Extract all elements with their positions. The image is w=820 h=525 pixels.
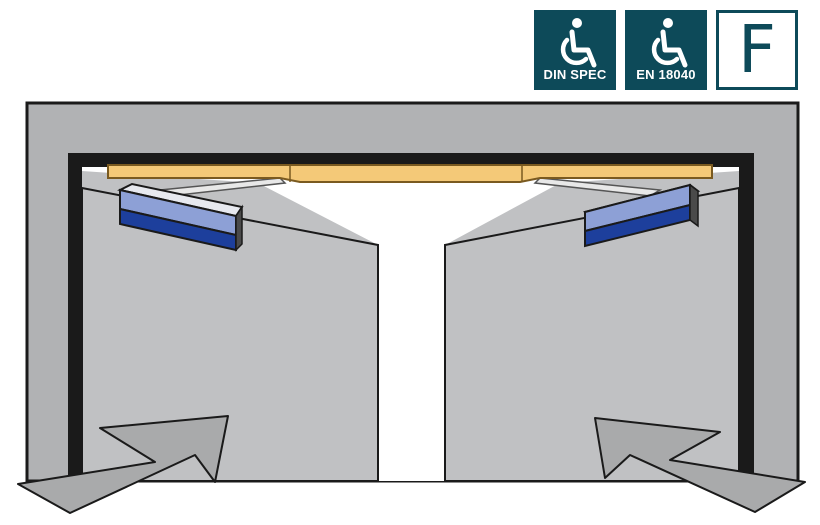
right-jamb-overlay bbox=[739, 160, 754, 481]
wheelchair-icon bbox=[560, 18, 597, 68]
badge-caption-en-18040: EN 18040 bbox=[636, 67, 696, 82]
arrow-right-icon bbox=[594, 417, 806, 513]
f-badge: F bbox=[716, 10, 798, 90]
right-operator-end bbox=[689, 183, 699, 228]
din-spec-badge: DIN SPEC bbox=[534, 10, 616, 90]
wheelchair-icon bbox=[651, 18, 688, 68]
header-frame bbox=[68, 153, 754, 167]
swing-area bbox=[82, 167, 739, 481]
door-header bbox=[107, 164, 713, 183]
arrow-left-icon bbox=[17, 415, 229, 514]
badge-letter-f: F bbox=[738, 11, 776, 88]
left-jamb-overlay bbox=[68, 160, 82, 481]
badge-caption-din-spec: DIN SPEC bbox=[543, 67, 607, 82]
en-18040-badge: EN 18040 bbox=[625, 10, 707, 90]
left-operator-end bbox=[235, 204, 243, 252]
